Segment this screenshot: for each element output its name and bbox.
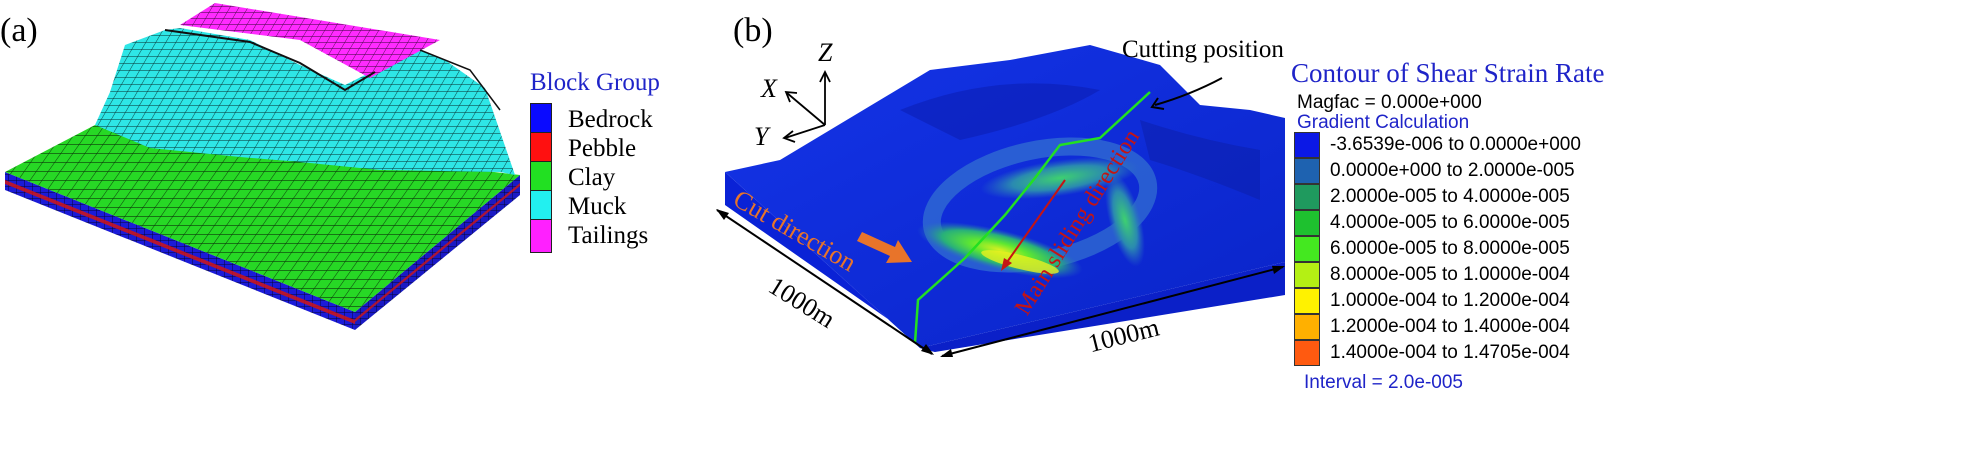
- y-axis: [784, 124, 826, 139]
- cutting-line: [913, 91, 1151, 344]
- legend-label: Pebble: [568, 135, 637, 162]
- legend-label: Muck: [568, 193, 627, 220]
- contour-legend-row: 6.0000e-005 to 8.0000e-005: [1294, 236, 1570, 262]
- contour-swatch: [1294, 210, 1320, 236]
- x-axis: [786, 92, 826, 126]
- contour-swatch: [1294, 158, 1320, 184]
- contour-legend-row: 2.0000e-005 to 4.0000e-005: [1294, 184, 1570, 210]
- panel-b-label: (b): [733, 12, 773, 49]
- contour-range-label: 1.0000e-004 to 1.2000e-004: [1330, 290, 1570, 311]
- contour-range-label: 1.4000e-004 to 1.4705e-004: [1330, 342, 1570, 363]
- x-axis-label: X: [761, 74, 777, 103]
- clay-surface: [5, 125, 520, 312]
- contour-range-label: 1.2000e-004 to 1.4000e-004: [1330, 316, 1570, 337]
- contour-swatch: [1294, 314, 1320, 340]
- z-axis-label: Z: [818, 38, 833, 67]
- contour-swatch: [1294, 262, 1320, 288]
- contour-legend-row: 8.0000e-005 to 1.0000e-004: [1294, 262, 1570, 288]
- contour-legend-row: 1.0000e-004 to 1.2000e-004: [1294, 288, 1570, 314]
- contour-legend-row: 1.4000e-004 to 1.4705e-004: [1294, 340, 1570, 366]
- gradient-calculation-label: Gradient Calculation: [1297, 112, 1470, 133]
- y-axis-label: Y: [754, 122, 769, 151]
- contour-legend-row: 4.0000e-005 to 6.0000e-005: [1294, 210, 1570, 236]
- contour-range-label: 6.0000e-005 to 8.0000e-005: [1330, 238, 1570, 259]
- sliding-direction-arrow: [1004, 179, 1066, 266]
- panel-a-label: (a): [0, 12, 38, 49]
- legend-title: Block Group: [530, 69, 660, 96]
- contour-swatch: [1294, 132, 1320, 158]
- contour-swatch: [1294, 340, 1320, 366]
- cut-direction-arrow: [857, 232, 912, 263]
- legend-label: Clay: [568, 164, 616, 191]
- cutting-position-label: Cutting position: [1122, 36, 1284, 63]
- legend-item: Bedrock: [530, 102, 653, 138]
- dimension-line-bottom: [941, 266, 1284, 357]
- contour-legend-row: 0.0000e+000 to 2.0000e-005: [1294, 158, 1575, 184]
- dimension-line-left: [716, 209, 933, 355]
- contour-range-label: 0.0000e+000 to 2.0000e-005: [1330, 160, 1575, 181]
- interval-label: Interval = 2.0e-005: [1304, 372, 1463, 393]
- mesh-model-3d: [5, 3, 520, 330]
- legend-item: Tailings: [530, 218, 648, 254]
- tailings-surface: [180, 3, 440, 78]
- legend-swatch: [530, 219, 552, 253]
- contour-range-label: 4.0000e-005 to 6.0000e-005: [1330, 212, 1570, 233]
- contour-range-label: 8.0000e-005 to 1.0000e-004: [1330, 264, 1570, 285]
- magfac-text: Magfac = 0.000e+000: [1297, 92, 1482, 113]
- contour-swatch: [1294, 236, 1320, 262]
- muck-surface: [95, 28, 515, 175]
- contour-range-label: -3.6539e-006 to 0.0000e+000: [1330, 134, 1581, 155]
- cutting-position-arrow: [1154, 77, 1223, 106]
- model-front-face: [920, 262, 1285, 352]
- upper-strain-band: [980, 156, 1140, 200]
- legend-label: Bedrock: [568, 106, 653, 133]
- contour-swatch: [1294, 288, 1320, 314]
- contour-legend-row: -3.6539e-006 to 0.0000e+000: [1294, 132, 1581, 158]
- contour-swatch: [1294, 184, 1320, 210]
- legend-label: Tailings: [568, 222, 649, 249]
- contour-range-label: 2.0000e-005 to 4.0000e-005: [1330, 186, 1570, 207]
- contour-title: Contour of Shear Strain Rate: [1291, 58, 1605, 88]
- legend-item: Muck: [530, 189, 626, 225]
- contour-legend-row: 1.2000e-004 to 1.4000e-004: [1294, 314, 1570, 340]
